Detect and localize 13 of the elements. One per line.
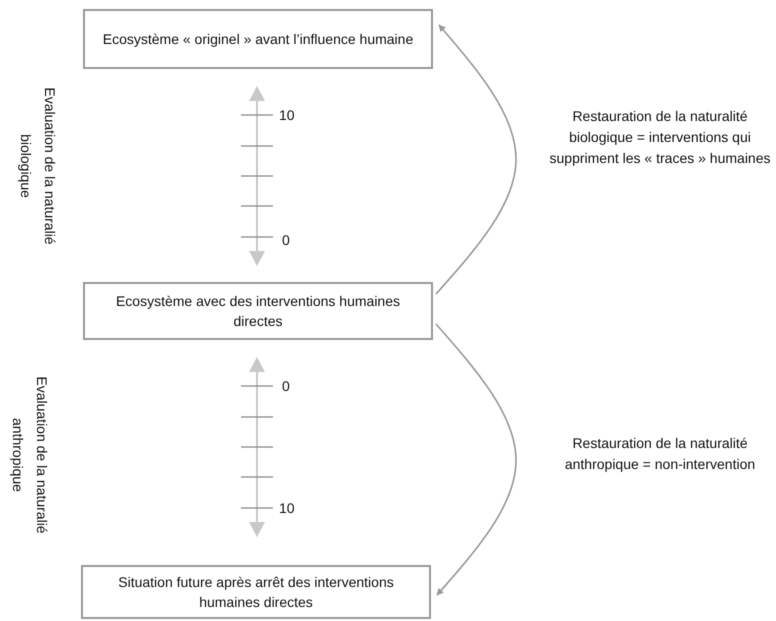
axis-title: Evaluation de la naturalié anthropique bbox=[9, 375, 51, 536]
edge-label: Restauration de la naturalité anthropique = non-intervention bbox=[564, 434, 756, 474]
process-box: Situation future après arrêt des interventions humaines directes bbox=[81, 565, 431, 619]
scale-value: 0 bbox=[282, 232, 290, 248]
scale-value: 10 bbox=[279, 500, 295, 516]
scale-value: 10 bbox=[279, 107, 295, 123]
edge-label: Restauration de la naturalité biologique = interventions qui suppriment les « traces » humaines bbox=[548, 107, 772, 168]
curved-arrow bbox=[435, 323, 517, 596]
scale-value: 0 bbox=[282, 378, 290, 394]
curved-arrow bbox=[435, 24, 517, 295]
process-box: Ecosystème « originel » avant l’influence humaine bbox=[83, 9, 433, 69]
axis-title: Evaluation de la naturalié biologique bbox=[17, 86, 59, 247]
process-box: Ecosystème avec des interventions humaines directes bbox=[83, 282, 433, 340]
